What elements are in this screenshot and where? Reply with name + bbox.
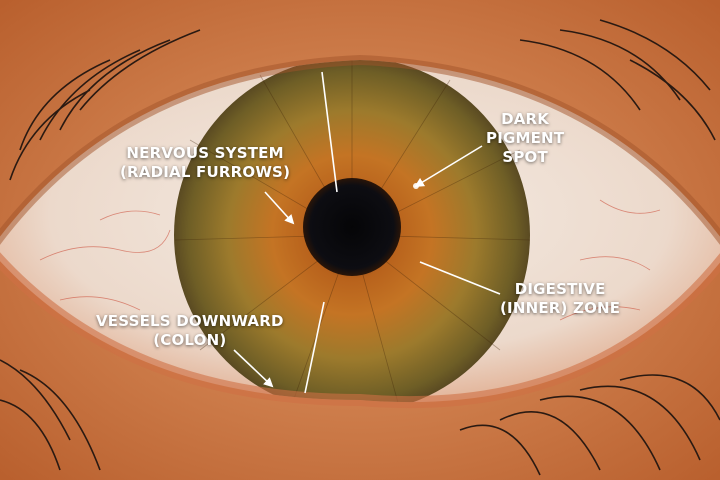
annotation-nervous-system: NERVOUS SYSTEM (RADIAL FURROWS) [120, 144, 290, 182]
label-line: DARK [501, 110, 550, 128]
label-line: (COLON) [153, 331, 227, 349]
upper-eyelashes [9, 19, 716, 181]
annotation-digestive-zone: DIGESTIVE (INNER) ZONE [500, 280, 620, 318]
pupil [303, 178, 401, 276]
label-line: PIGMENT [486, 129, 565, 147]
label-line: (RADIAL FURROWS) [120, 163, 291, 181]
blood-vessels [39, 199, 661, 321]
annotation-vessels-downward: VESSELS DOWNWARD (COLON) [96, 312, 284, 350]
label-line: NERVOUS SYSTEM [126, 144, 284, 162]
annotation-dark-pigment-spot: DARK PIGMENT SPOT [486, 110, 564, 167]
label-line: DIGESTIVE [514, 280, 606, 298]
label-line: (INNER) ZONE [500, 299, 621, 317]
label-line: SPOT [502, 148, 548, 166]
annotation-lines [233, 71, 501, 394]
lower-eyelashes [0, 359, 720, 476]
label-line: VESSELS DOWNWARD [96, 312, 284, 330]
